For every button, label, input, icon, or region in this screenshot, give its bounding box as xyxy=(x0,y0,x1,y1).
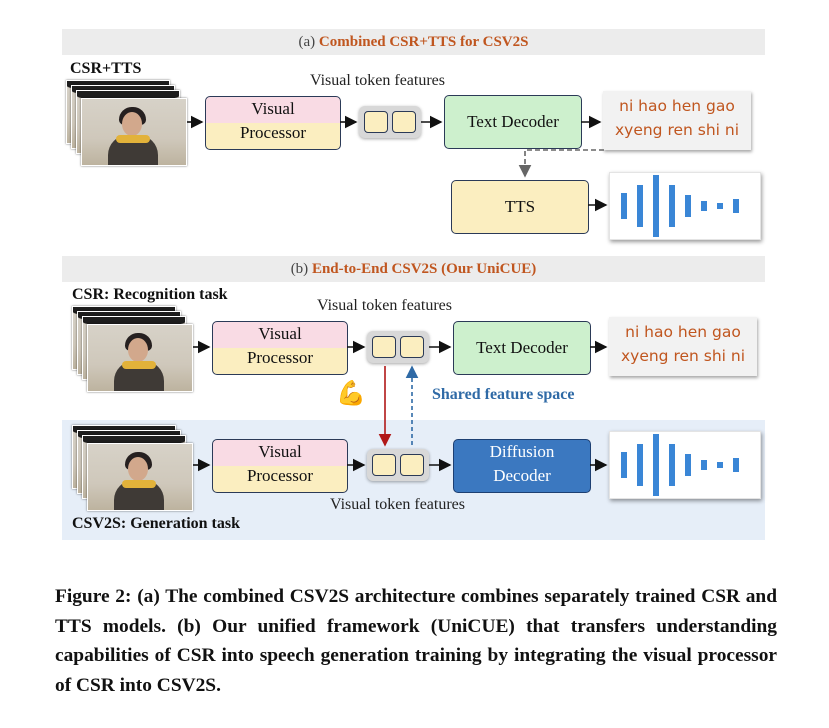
waveform-a-icon xyxy=(621,175,739,237)
section-b-header: (b) End-to-End CSV2S (Our UniCUE) xyxy=(62,256,765,282)
video-frames-a xyxy=(66,80,187,166)
output-text-line-2: xyeng ren shi ni xyxy=(614,121,740,139)
visual-processor-label-1: Visual xyxy=(258,324,302,343)
text-decoder-a: Text Decoder xyxy=(444,95,582,149)
csr-recognition-label: CSR: Recognition task xyxy=(72,286,228,303)
token xyxy=(400,336,424,358)
diffusion-decoder: Diffusion Decoder xyxy=(453,439,591,493)
token xyxy=(400,454,424,476)
visual-token-features-label-b1: Visual token features xyxy=(317,297,452,314)
csr-tts-label: CSR+TTS xyxy=(70,60,142,77)
section-b-prefix: (b) xyxy=(290,261,309,277)
visual-processor-label-1: Visual xyxy=(258,442,302,461)
visual-token-features-label-a: Visual token features xyxy=(310,72,445,89)
visual-processor-b1: Visual Processor xyxy=(212,321,348,375)
figure-caption: Figure 2: (a) The combined CSV2S archite… xyxy=(55,586,777,696)
csv2s-generation-label: CSV2S: Generation task xyxy=(72,515,241,532)
token xyxy=(364,111,388,133)
section-a-title: Combined CSR+TTS for CSV2S xyxy=(318,34,529,50)
output-text-line-1: ni hao hen gao xyxy=(625,323,741,341)
text-decoder-b: Text Decoder xyxy=(453,321,591,375)
visual-processor-a: Visual Processor xyxy=(205,96,341,150)
section-a-prefix: (a) xyxy=(298,34,316,50)
waveform-a xyxy=(609,172,761,240)
visual-tokens-b1 xyxy=(367,331,429,363)
visual-tokens-a xyxy=(359,106,421,138)
token xyxy=(372,454,396,476)
visual-token-features-label-b2: Visual token features xyxy=(330,496,465,513)
flexed-biceps-icon: 💪 xyxy=(336,381,366,407)
output-text-line-2: xyeng ren shi ni xyxy=(620,347,746,365)
visual-processor-b2: Visual Processor xyxy=(212,439,348,493)
visual-processor-label-2: Processor xyxy=(239,123,307,142)
speaker-frame xyxy=(87,443,193,511)
diffusion-label-1: Diffusion xyxy=(489,442,555,461)
output-text-b: ni hao hen gao xyeng ren shi ni xyxy=(609,317,757,376)
visual-processor-label-2: Processor xyxy=(246,348,314,367)
token xyxy=(392,111,416,133)
waveform-b-icon xyxy=(621,434,739,496)
tts-box: TTS xyxy=(451,180,589,234)
diffusion-label-2: Decoder xyxy=(493,466,551,485)
shared-feature-space-label: Shared feature space xyxy=(432,386,575,403)
visual-tokens-b2 xyxy=(367,449,429,481)
speaker-frame xyxy=(81,98,187,166)
section-b-title: End-to-End CSV2S (Our UniCUE) xyxy=(311,261,537,277)
waveform-b xyxy=(609,431,761,499)
token xyxy=(372,336,396,358)
video-frames-b1 xyxy=(72,306,193,392)
visual-processor-label-2: Processor xyxy=(246,466,314,485)
visual-processor-label-1: Visual xyxy=(251,99,295,118)
video-frames-b2 xyxy=(72,425,193,511)
section-a-header: (a) Combined CSR+TTS for CSV2S xyxy=(62,29,765,55)
output-text-line-1: ni hao hen gao xyxy=(619,97,735,115)
output-text-a: ni hao hen gao xyeng ren shi ni xyxy=(603,91,751,150)
speaker-frame xyxy=(87,324,193,392)
